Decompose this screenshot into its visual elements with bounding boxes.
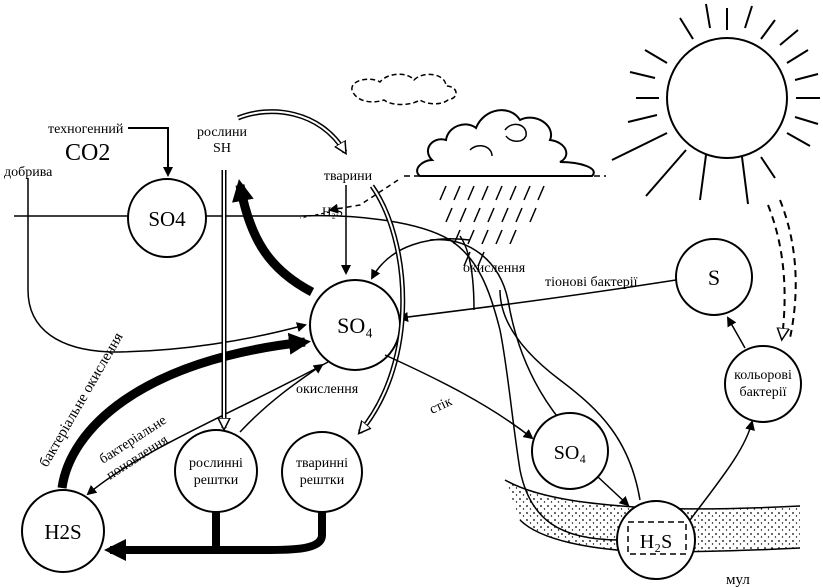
label-h2s-left: H2S [44,520,81,544]
rain-cloud-icon [404,109,606,267]
label-so4-right: SO₄ [554,442,587,464]
label-so4-left: SO4 [148,207,186,231]
koliorovi-circle [724,345,802,423]
label-tvarynni-2: рештки [300,473,345,488]
label-techno: техногенний [48,122,124,137]
roslynni-circle [174,429,258,513]
so4-left-circle [127,178,207,258]
label-roslyny-text: рослини [197,125,248,140]
dashed-arrow-cloud [328,179,399,214]
label-s: S [708,265,720,290]
label-stik: стік [427,394,454,417]
tvarynni-circle [281,431,363,513]
h2s-left-circle [21,489,105,573]
sun-icon [611,3,820,205]
label-koliorovi-2: бактерії [739,385,786,400]
label-roslynni-2: рештки [194,473,239,488]
label-tvaryny: тварини [324,169,373,184]
label-tvarynni-1: тваринні [296,456,348,471]
label-tionovi: тіонові бактерії [545,275,638,290]
s-circle [675,238,753,316]
label-mul: мул [726,572,750,587]
label-sh: SH [213,141,231,156]
label-roslynni-1: рослинні [189,456,243,471]
label-co2: CO2 [65,140,110,166]
so4-right-circle [531,412,609,490]
label-so4-center: SO₄ [337,313,373,338]
label-h2s-bottom: H₂S [640,531,673,553]
label-h2s-small: H₂S [322,204,343,219]
label-dobryva: добрива [4,165,53,180]
cloud-small-icon [351,73,457,106]
label-koliorovi-1: кольорові [734,368,792,383]
label-okyslennia-top: окислення [463,261,526,276]
h2s-bottom-circle [616,500,696,580]
label-okyslennia-mid: окислення [296,382,359,397]
